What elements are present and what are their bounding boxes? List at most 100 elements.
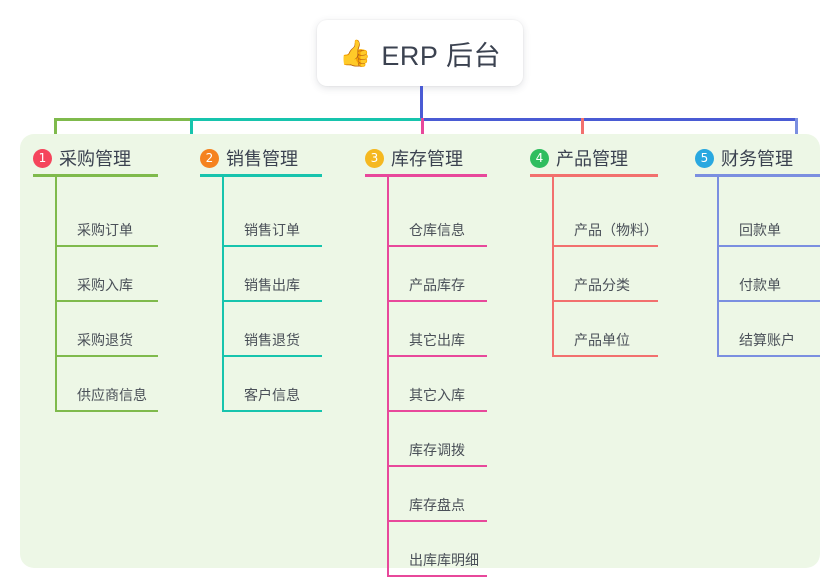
branch-header-4[interactable]: 4 产品管理 [530,145,628,171]
branch-column-4: 4 产品管理产品（物料） 产品分类产品单位 [530,134,658,568]
leaf-underline [222,355,322,357]
leaf-node[interactable]: 产品（物料） [552,199,658,247]
leaf-label: 出库库明细 [409,552,479,568]
branch-badge-5: 5 [695,148,714,168]
leaf-node[interactable]: 结算账户 [717,309,820,357]
branch-badge-4: 4 [530,148,549,168]
trunk-segment-2 [190,118,421,121]
leaf-label: 供应商信息 [77,387,147,403]
leaf-node[interactable]: 采购订单 [55,199,158,247]
leaf-underline [387,355,487,357]
leaf-underline [222,245,322,247]
leaf-underline [55,245,158,247]
leaf-label: 产品分类 [574,277,630,293]
branch-underline-4 [530,174,658,177]
leaf-label: 产品单位 [574,332,630,348]
branch-column-5: 5 财务管理回款单付款单结算账户 [695,134,820,568]
branches-panel: 1 采购管理采购订单采购入库采购退货供应商信息 2 销售管理销售订单销售出库销售退货客… [20,134,820,577]
branch-underline-5 [695,174,820,177]
leaf-label: 采购入库 [77,277,133,293]
branch-badge-1: 1 [33,148,52,168]
leaf-underline [717,355,820,357]
leaf-node[interactable]: 供应商信息 [55,364,158,412]
branch-title-4: 产品管理 [556,149,628,169]
leaf-underline [717,245,820,247]
branch-header-3[interactable]: 3 库存管理 [365,145,463,171]
leaf-node[interactable]: 采购退货 [55,309,158,357]
root-stem-line [420,86,423,118]
leaf-label: 产品库存 [409,277,465,293]
leaf-underline [717,300,820,302]
leaf-node[interactable]: 其它入库 [387,364,487,412]
leaf-node[interactable]: 其它出库 [387,309,487,357]
leaf-label: 客户信息 [244,387,300,403]
branch-header-1[interactable]: 1 采购管理 [33,145,131,171]
leaf-label: 结算账户 [739,332,795,348]
branch-drop-5 [795,118,798,138]
leaf-underline [55,355,158,357]
leaf-node[interactable]: 仓库信息 [387,199,487,247]
leaf-node[interactable]: 产品单位 [552,309,658,357]
trunk-segment-3 [421,118,798,121]
leaf-label: 销售退货 [244,332,300,348]
leaf-node[interactable]: 客户信息 [222,364,322,412]
leaf-node[interactable]: 库存调拨 [387,419,487,467]
leaf-label: 付款单 [739,277,781,293]
branch-spine-5 [717,175,719,357]
leaf-node[interactable]: 产品库存 [387,254,487,302]
root-node-erp-backend[interactable]: 👍 ERP 后台 [317,20,523,86]
leaf-node[interactable]: 销售退货 [222,309,322,357]
branch-header-5[interactable]: 5 财务管理 [695,145,793,171]
branch-spine-4 [552,175,554,357]
leaf-node[interactable]: 采购入库 [55,254,158,302]
leaf-node[interactable]: 出库库明细 [387,529,487,577]
leaf-label: 其它出库 [409,332,465,348]
leaf-label: 仓库信息 [409,222,465,238]
branch-spine-3 [387,175,389,577]
leaf-label: 采购退货 [77,332,133,348]
branch-spine-2 [222,175,224,412]
leaf-node[interactable]: 付款单 [717,254,820,302]
branch-drop-3 [421,118,424,138]
leaf-underline [222,410,322,412]
leaf-label: 其它入库 [409,387,465,403]
branch-header-2[interactable]: 2 销售管理 [200,145,298,171]
leaf-underline [387,245,487,247]
leaf-node[interactable]: 回款单 [717,199,820,247]
root-node-title: ERP 后台 [381,40,501,71]
leaf-label: 采购订单 [77,222,133,238]
leaf-label: 产品（物料） [574,222,658,238]
branch-column-1: 1 采购管理采购订单采购入库采购退货供应商信息 [33,134,158,568]
leaf-node[interactable]: 销售出库 [222,254,322,302]
leaf-underline [387,300,487,302]
leaf-underline [552,300,658,302]
branch-title-2: 销售管理 [226,149,298,169]
thumbs-up-icon: 👍 [339,38,372,68]
leaf-label: 销售订单 [244,222,300,238]
branch-badge-2: 2 [200,148,219,168]
leaf-label: 库存调拨 [409,442,465,458]
branch-column-3: 3 库存管理仓库信息产品库存其它出库其它入库库存调拨库存盘点出库库明细 [365,134,487,577]
leaf-label: 库存盘点 [409,497,465,513]
branch-title-1: 采购管理 [59,149,131,169]
branch-underline-2 [200,174,322,177]
branch-title-3: 库存管理 [391,149,463,169]
leaf-node[interactable]: 库存盘点 [387,474,487,522]
leaf-label: 回款单 [739,222,781,238]
leaf-underline [55,410,158,412]
leaf-underline [387,465,487,467]
trunk-segment-1 [54,118,190,121]
leaf-node[interactable]: 产品分类 [552,254,658,302]
leaf-node[interactable]: 销售订单 [222,199,322,247]
leaf-underline [387,520,487,522]
leaf-underline [387,575,487,577]
leaf-underline [222,300,322,302]
leaf-underline [387,410,487,412]
branch-title-5: 财务管理 [721,149,793,169]
leaf-label: 销售出库 [244,277,300,293]
branch-badge-3: 3 [365,148,384,168]
branch-drop-4 [581,118,584,138]
leaf-underline [552,245,658,247]
leaf-underline [552,355,658,357]
